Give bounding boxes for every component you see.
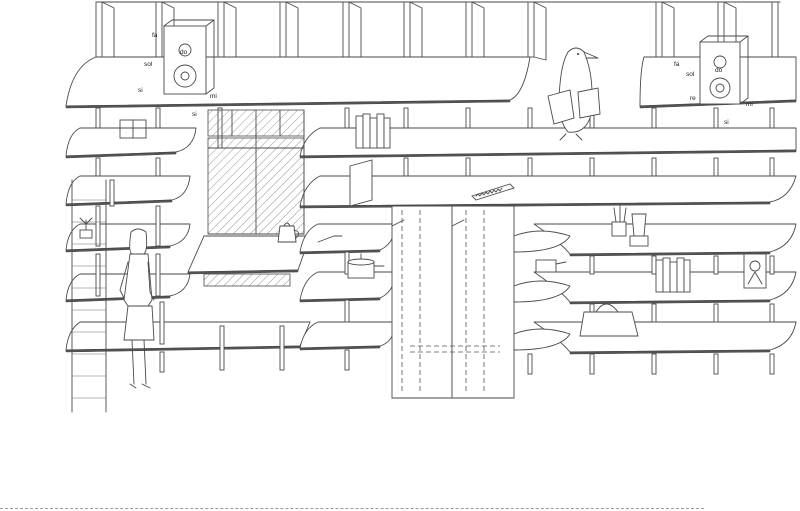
- note-label: si: [724, 119, 729, 126]
- plant: [79, 217, 93, 239]
- right-scalloped-shelves: [513, 223, 797, 375]
- middle-shelves: [299, 223, 397, 371]
- note-label: do: [715, 67, 723, 74]
- upright-fins-top: [95, 1, 781, 61]
- pressure-cooker: [347, 253, 385, 279]
- note-label: sol: [686, 71, 695, 78]
- bottom-dashed-line: [0, 508, 704, 509]
- note-labels-right: fa sol do re mi si: [674, 61, 753, 126]
- note-label: sol: [144, 61, 153, 68]
- note-label: fa: [152, 32, 158, 39]
- saucepan: [535, 259, 567, 273]
- books-lower: [655, 257, 691, 293]
- kettle: [277, 222, 299, 243]
- saw: [471, 183, 515, 201]
- ladder: [71, 179, 107, 413]
- box-left-shelf: [119, 119, 147, 139]
- center-cabinets: [391, 205, 515, 399]
- shelf-level-3: [65, 175, 797, 209]
- knife: [317, 235, 343, 243]
- hanging-board: [349, 159, 373, 207]
- note-labels-left: fa sol si do mi si: [138, 32, 217, 118]
- woman-figure: [119, 228, 155, 389]
- handbag: [579, 303, 639, 337]
- utensils-cup: [611, 205, 627, 237]
- note-label: re: [690, 95, 696, 102]
- note-label: mi: [746, 101, 753, 108]
- speaker-right: [699, 35, 749, 105]
- note-label: si: [138, 87, 143, 94]
- note-label: fa: [674, 61, 680, 68]
- window-bench: [187, 235, 311, 287]
- speaker-left: [163, 19, 215, 95]
- books-upper: [355, 113, 391, 149]
- window: [207, 109, 305, 235]
- note-label: do: [180, 49, 188, 56]
- note-label: mi: [210, 93, 217, 100]
- note-label: si: [192, 111, 197, 118]
- shelf-level-2: [65, 127, 797, 159]
- blender: [629, 213, 649, 247]
- framed-picture: [743, 253, 767, 289]
- penguin: [547, 47, 601, 141]
